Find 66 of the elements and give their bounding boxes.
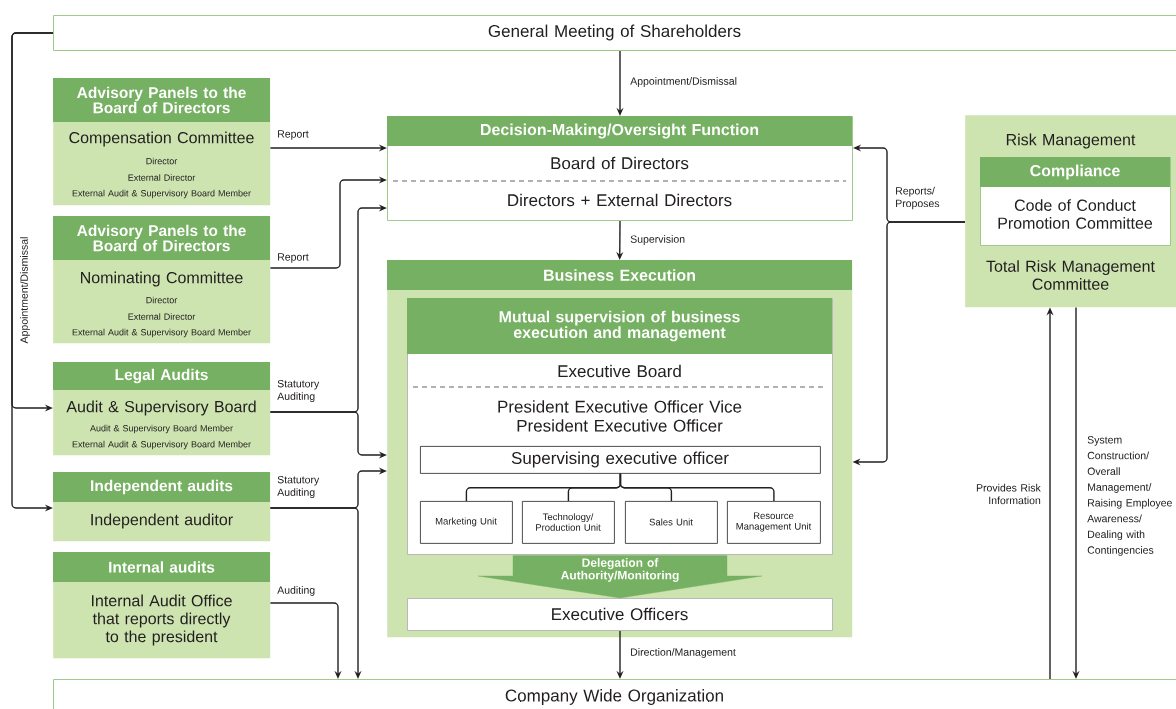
member-text: External Audit & Supervisory Board Member bbox=[72, 440, 251, 450]
box bbox=[980, 157, 1171, 246]
label-text: Resource Management Unit bbox=[736, 512, 812, 532]
label-text: President Executive Officer Vice President Executive Officer bbox=[498, 400, 742, 432]
header-band: Mutual supervision of business execution and management bbox=[407, 298, 832, 354]
member-text: External Audit & Supervisory Board Member bbox=[72, 328, 251, 338]
panel bbox=[53, 78, 271, 206]
box bbox=[407, 598, 833, 631]
header-band: Independent audits bbox=[53, 472, 270, 502]
label-text: Audit & Supervisory Board bbox=[66, 400, 256, 416]
header-band: Internal audits bbox=[53, 552, 270, 582]
label-text: Risk Management bbox=[1006, 133, 1136, 149]
panel bbox=[53, 216, 271, 344]
edge-label: Report bbox=[278, 253, 309, 263]
label-text: Executive Board bbox=[558, 364, 681, 378]
label-text: Marketing Unit bbox=[435, 517, 497, 527]
edge-label: Delegation of Authority/Monitoring bbox=[561, 558, 679, 582]
header-band: Compliance bbox=[980, 157, 1170, 187]
member-text: Director bbox=[146, 157, 178, 165]
label-text: Nominating Committee bbox=[81, 271, 243, 287]
box bbox=[387, 116, 853, 221]
label-text: Compensation Committee bbox=[69, 131, 254, 147]
header-band: Decision-Making/Oversight Function bbox=[387, 116, 852, 146]
unit-box bbox=[625, 501, 718, 544]
edge-label: System Construction/ Overall Management/ Raising Employee Awareness/ Dealing with Contingencies bbox=[1087, 436, 1172, 556]
label-text: Sales Unit bbox=[649, 518, 693, 526]
unit-box bbox=[522, 501, 615, 544]
label-text: Board of Directors bbox=[551, 156, 689, 170]
edge-label: Supervision bbox=[630, 235, 685, 245]
edge-label: Statutory Auditing bbox=[277, 379, 320, 403]
label-text: Executive Officers bbox=[552, 607, 688, 621]
label-text: Company Wide Organization bbox=[505, 689, 723, 705]
member-text: Audit & Supervisory Board Member bbox=[90, 424, 233, 434]
edge-label: Reports/ Proposes bbox=[896, 186, 940, 210]
edge-label: Auditing bbox=[277, 586, 315, 596]
label-text: Supervising executive officer bbox=[511, 451, 729, 468]
label-text: Technology/ Production Unit bbox=[536, 513, 601, 531]
label-text: Code of Conduct Promotion Committee bbox=[998, 199, 1153, 229]
label-text: Total Risk Management Committee bbox=[986, 260, 1155, 290]
edge-label: Appointment/Dismissal bbox=[630, 77, 737, 87]
header-band: Advisory Panels to the Board of Directors bbox=[53, 78, 270, 122]
label-text: Independent auditor bbox=[91, 513, 233, 529]
member-text: Director bbox=[146, 296, 178, 304]
panel bbox=[53, 552, 271, 659]
edge-label: Direction/Management bbox=[631, 648, 736, 658]
label-text: Directors + External Directors bbox=[508, 193, 732, 207]
label-text: Internal Audit Office that reports directly to the president bbox=[92, 594, 232, 646]
header-band: Business Execution bbox=[387, 260, 852, 290]
member-text: External Audit & Supervisory Board Member bbox=[72, 189, 251, 199]
unit-box bbox=[727, 501, 821, 544]
delegation-arrow bbox=[477, 555, 763, 599]
edge-label: Report bbox=[278, 130, 309, 140]
header-band: Legal Audits bbox=[53, 362, 270, 390]
header-band: Advisory Panels to the Board of Directors bbox=[53, 216, 270, 260]
label-text: General Meeting of Shareholders bbox=[488, 24, 741, 41]
panel bbox=[53, 362, 271, 456]
box bbox=[53, 15, 1176, 51]
edge-label: Appointment/Dismissal bbox=[20, 237, 30, 344]
unit-box bbox=[420, 501, 513, 544]
box bbox=[53, 679, 1176, 709]
unit-box bbox=[420, 446, 821, 474]
edge-label: Provides Risk Information bbox=[976, 483, 1041, 505]
member-text: External Director bbox=[128, 174, 196, 181]
edge-label: Statutory Auditing bbox=[277, 475, 320, 499]
panel bbox=[53, 472, 271, 542]
member-text: External Director bbox=[128, 313, 196, 320]
